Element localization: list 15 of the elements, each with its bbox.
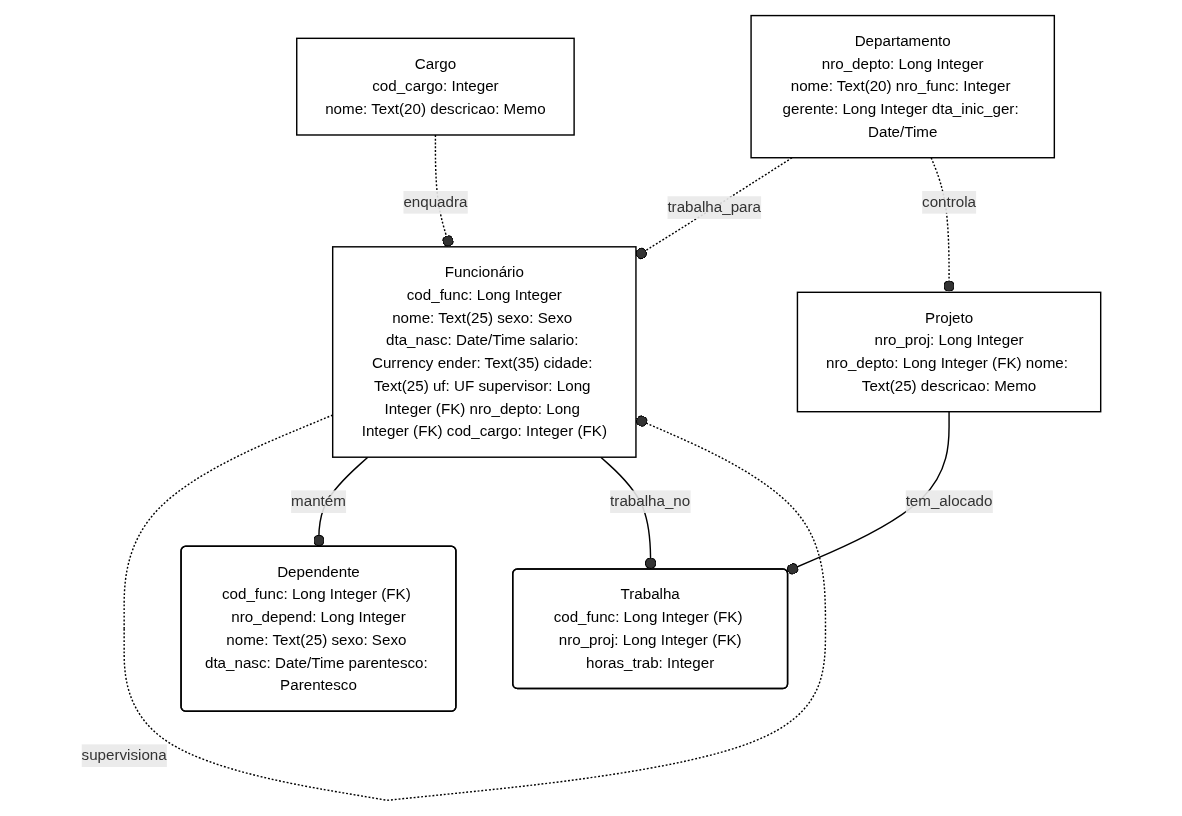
node-box: Departamento nro_depto: Long Integer nome: Text(20) nro_func: Integer gerente: Long Integer dta_inic_ger: Date/Time [750, 14, 1055, 159]
node-box: Projeto nro_proj: Long Integer nro_depto: Long Integer (FK) nome: Text(25) descricao: Memo [796, 291, 1102, 413]
edge-label: supervisiona [81, 747, 167, 764]
edge-label: controla [921, 193, 976, 210]
connector [434, 134, 454, 248]
connector [635, 157, 793, 260]
connector [930, 157, 955, 293]
edge-label: tem_alocado [905, 493, 993, 510]
node-box: Funcionário cod_func: Long Integer nome: Text(25) sexo: Sexo dta_nasc: Date/Time salario: Currency ender: Text(35) cidade: Text(25) uf: UF supervisor: Long Integer (FK) nro_depto: Long Integer (FK) cod_cargo: Integer (FK) [331, 246, 637, 458]
edge-label: trabalha_para [667, 199, 761, 216]
edge-label: enquadra [403, 193, 468, 210]
edge-label: mantém [290, 493, 346, 510]
edge-label: trabalha_no [609, 493, 691, 510]
connector [123, 414, 827, 801]
node-box: Cargo cod_cargo: Integer nome: Text(20) descricao: Memo [295, 37, 575, 136]
